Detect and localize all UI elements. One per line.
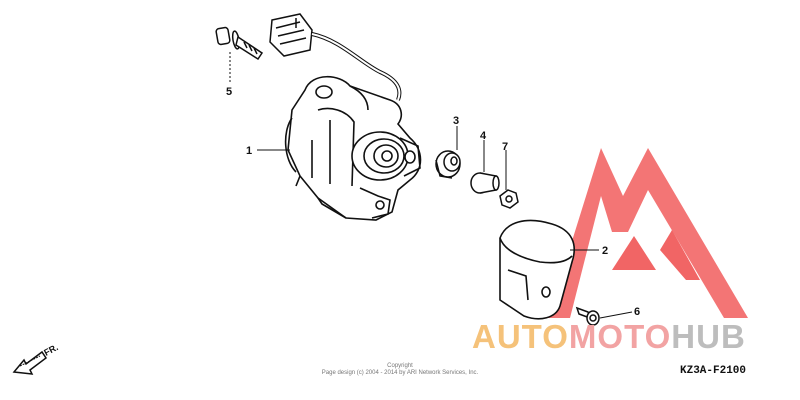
- watermark-auto: AUTO: [472, 318, 569, 355]
- watermark-logo-icon: [548, 148, 748, 318]
- watermark-hub: HUB: [671, 318, 746, 355]
- collar-part-4[interactable]: [470, 172, 500, 194]
- diagram-code: KZ3A-F2100: [680, 365, 747, 377]
- screw-part-6[interactable]: [575, 306, 600, 326]
- callout-1: 1: [246, 145, 252, 157]
- bolt-part-5[interactable]: [215, 26, 264, 61]
- leader-lines: [229, 52, 633, 319]
- copyright-notice: Copyright Page design (c) 2004 - 2014 by…: [300, 363, 500, 377]
- callout-2: 2: [602, 245, 608, 257]
- direction-label: FR.: [42, 342, 59, 358]
- callout-5: 5: [226, 86, 232, 98]
- callout-4: 4: [480, 130, 487, 142]
- actuator-part-1[interactable]: [284, 75, 422, 221]
- watermark-moto: MOTO: [568, 318, 672, 355]
- nut-part-7[interactable]: [499, 189, 519, 209]
- cover-part-2[interactable]: [499, 219, 576, 320]
- callout-7: 7: [502, 141, 508, 153]
- callout-6: 6: [634, 306, 640, 318]
- copyright-line-2: Page design (c) 2004 - 2014 by ARI Netwo…: [321, 370, 479, 376]
- grommet-part-3[interactable]: [435, 150, 461, 179]
- callout-3: 3: [453, 115, 459, 127]
- watermark-text: AUTOMOTOHUB: [472, 318, 746, 356]
- copyright-line-1: Copyright: [387, 363, 413, 369]
- front-direction-arrow-icon: [12, 350, 48, 375]
- wire-connector: [269, 13, 402, 101]
